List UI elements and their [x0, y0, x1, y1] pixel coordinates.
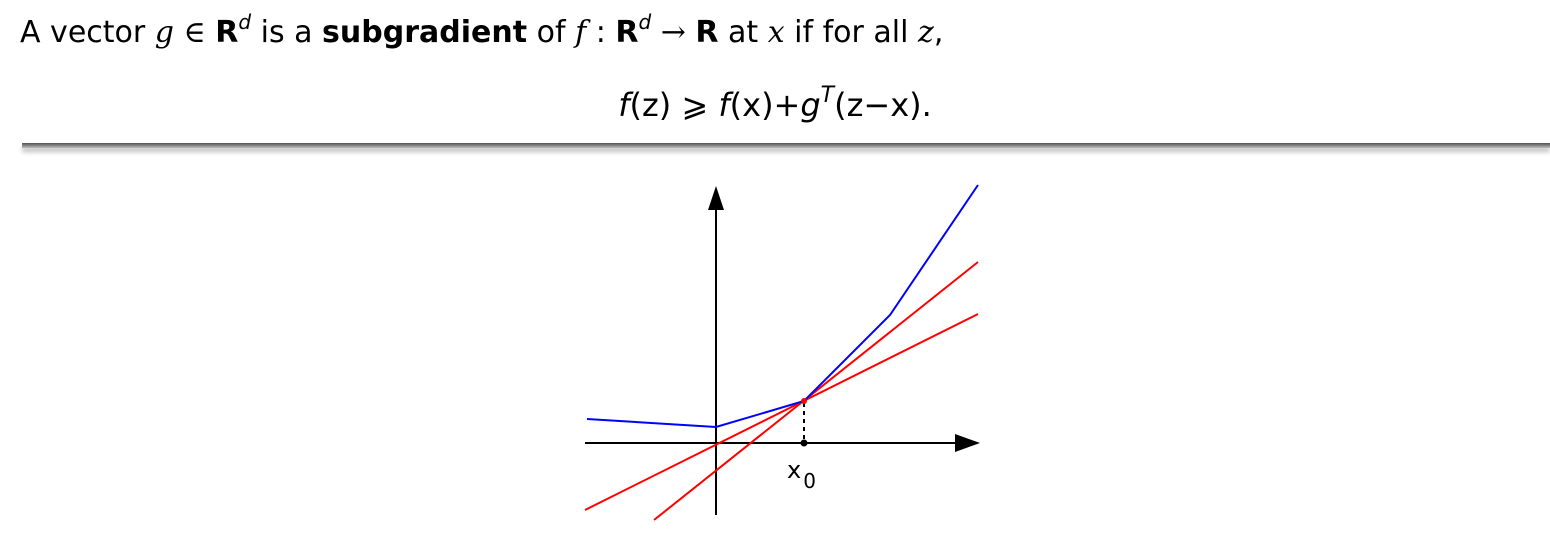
section-divider	[22, 143, 1550, 148]
symbol-f: f	[718, 86, 730, 124]
symbol-f: f	[618, 86, 630, 124]
symbol-reals: R	[215, 15, 239, 50]
symbol-period: .	[921, 86, 932, 124]
superscript-d: d	[238, 10, 252, 34]
x0-label-subscript: 0	[803, 469, 816, 493]
argument-z: (z)	[629, 86, 672, 124]
argument-x: (x)	[729, 86, 774, 124]
symbol-arrow: →	[651, 15, 696, 50]
symbol-geq: ⩾	[671, 86, 719, 124]
y-axis-arrowhead	[708, 186, 724, 210]
function-curve	[586, 184, 979, 429]
symbol-colon: :	[586, 15, 616, 50]
x0-label-main: x	[787, 456, 801, 484]
definition-fragment: at	[718, 15, 768, 50]
symbol-g: g	[154, 15, 174, 50]
symbol-plus: +	[773, 86, 801, 124]
subgradient-line-shallow	[584, 313, 979, 511]
definition-text: A vector g ∈ Rd is a subgradient of f : …	[20, 4, 943, 53]
definition-fragment: ,	[933, 15, 944, 50]
argument-z-minus-x: (z−x)	[834, 86, 922, 124]
symbol-element-of: ∈	[173, 15, 216, 50]
symbol-f: f	[575, 15, 587, 50]
subgradient-inequality: f(z) ⩾ f(x)+gT(z−x).	[0, 82, 1550, 133]
definition-fragment: if for all	[784, 15, 918, 50]
symbol-x: x	[767, 15, 785, 50]
definition-fragment: is a	[251, 15, 323, 50]
term-subgradient: subgradient	[322, 15, 528, 50]
definition-fragment: A vector	[20, 15, 155, 50]
x0-tick-dot	[800, 439, 808, 447]
symbol-reals: R	[695, 15, 719, 50]
symbol-reals: R	[615, 15, 639, 50]
symbol-g: g	[800, 86, 821, 124]
subgradient-line-steep	[653, 261, 979, 521]
x-axis-arrowhead	[955, 434, 980, 452]
superscript-d: d	[638, 10, 652, 34]
kink-point-dot	[801, 398, 807, 404]
definition-fragment: of	[527, 15, 576, 50]
symbol-z: z	[918, 15, 934, 50]
superscript-T: T	[820, 83, 835, 108]
